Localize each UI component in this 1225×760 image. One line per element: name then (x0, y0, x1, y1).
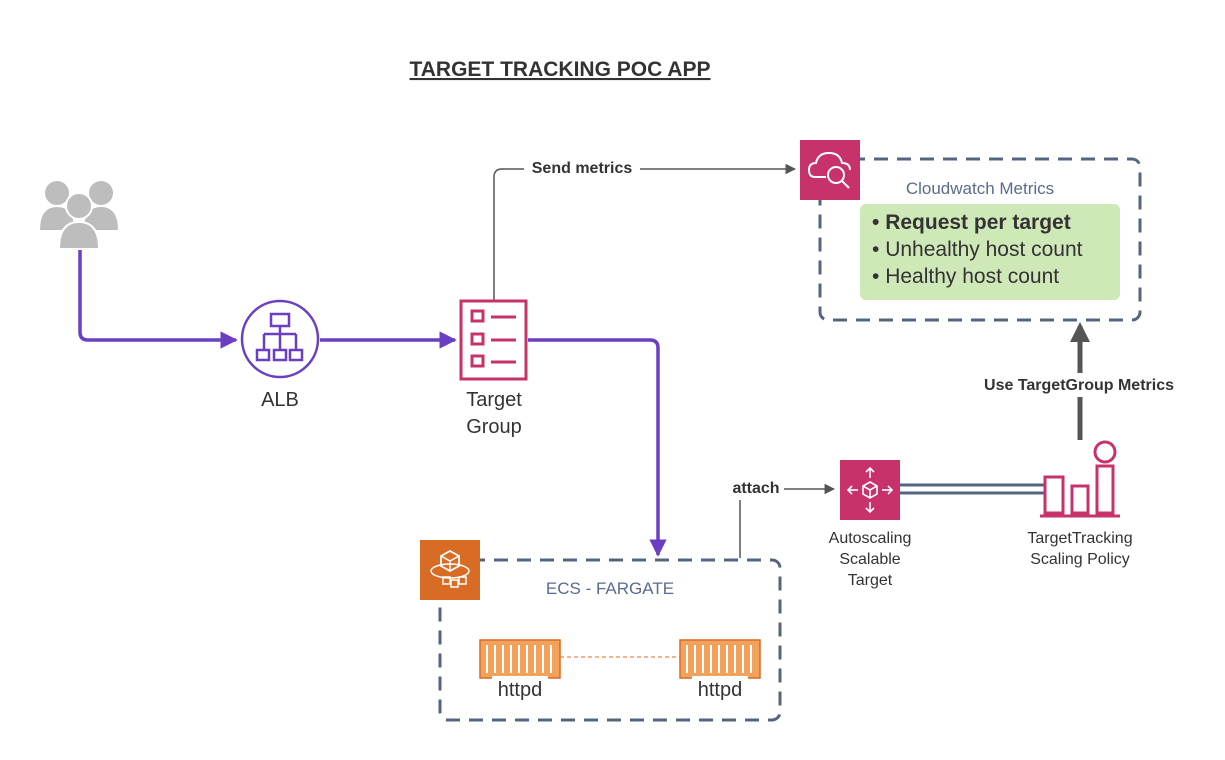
policy-label-line2: Scaling Policy (1030, 551, 1130, 568)
autoscaling-label-line1: Autoscaling (829, 530, 912, 547)
metric-item: • Healthy host count (872, 265, 1059, 288)
container-icon (479, 639, 561, 679)
send-metrics-label: Send metrics (532, 160, 633, 177)
scaling-link (900, 483, 1045, 495)
cloudwatch-group-label: Cloudwatch Metrics (906, 179, 1054, 198)
users-icon (40, 181, 118, 250)
ecs-group-box (438, 558, 782, 722)
attach-label: attach (732, 480, 779, 497)
cloudwatch-group-box (818, 157, 1142, 322)
target-group-label-line1: Target (466, 389, 522, 411)
autoscaling-label-line3: Target (848, 572, 893, 589)
send-metrics-edge (493, 163, 797, 300)
fargate-icon (420, 540, 480, 600)
load-balancer-icon (240, 299, 320, 379)
policy-label-line1: TargetTracking (1027, 530, 1132, 547)
metric-item: • Unhealthy host count (872, 238, 1083, 261)
metrics-box (860, 204, 1120, 300)
cloudwatch-icon (800, 140, 860, 200)
autoscaling-icon (840, 460, 900, 520)
request-flow-lines (78, 250, 667, 557)
target-group-label-line2: Group (466, 416, 522, 438)
metric-item: • Request per target (872, 211, 1071, 234)
use-metrics-label: Use TargetGroup Metrics (984, 377, 1174, 394)
scaling-policy-icon (1040, 440, 1120, 518)
container-label: httpd (498, 679, 542, 701)
autoscaling-label-line2: Scalable (839, 551, 900, 568)
container-label: httpd (698, 679, 742, 701)
ecs-group-label: ECS - FARGATE (546, 579, 674, 598)
target-group-icon (459, 299, 528, 381)
diagram-title: TARGET TRACKING POC APP (409, 58, 710, 81)
container-icon (679, 639, 761, 679)
alb-label: ALB (261, 389, 299, 411)
